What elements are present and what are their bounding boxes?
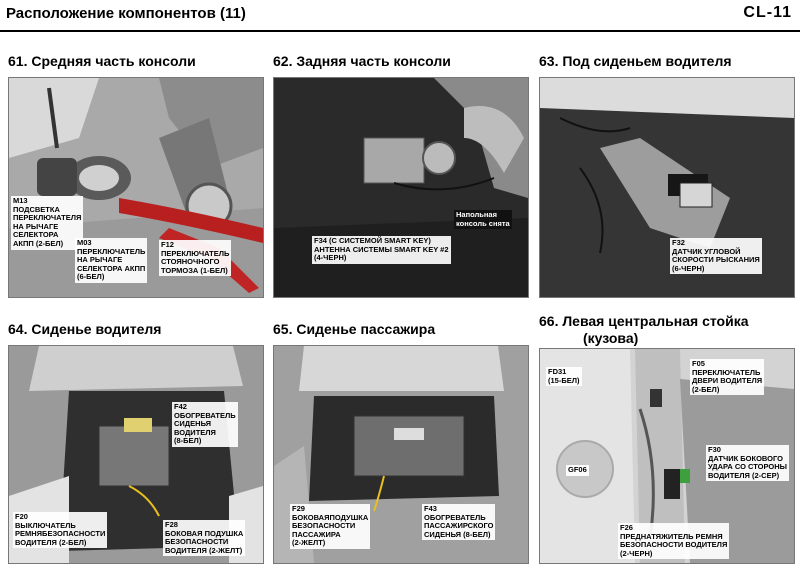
label-f29: F29 БОКОВАЯПОДУШКА БЕЗОПАСНОСТИ ПАССАЖИР… [290, 504, 371, 549]
page-code: CL-11 [743, 4, 792, 21]
page-title: Расположение компонентов (11) [6, 5, 246, 22]
label-m03: M03 ПЕРЕКЛЮЧАТЕЛЬ НА РЫЧАГЕ СЕЛЕКТОРА АК… [75, 238, 148, 283]
panel-65-title: 65. Сиденье пассажира [273, 321, 436, 337]
rear-console-photo-illustration [274, 78, 528, 297]
panel-66-title: 66. Левая центральная стойка [539, 313, 749, 329]
panel-66-subtitle: (кузова) [583, 330, 639, 346]
label-m13: M13 ПОДСВЕТКА ПЕРЕКЛЮЧАТЕЛЯ НА РЫЧАГЕ СЕ… [11, 196, 84, 250]
label-console-removed: Напольная консоль снята [454, 210, 512, 230]
label-f32: F32 ДАТЧИК УГЛОВОЙ СКОРОСТИ РЫСКАНИЯ (6-… [670, 238, 762, 275]
label-f42: F42 ОБОГРЕВАТЕЛЬ СИДЕНЬЯ ВОДИТЕЛЯ (8-БЕЛ… [172, 402, 238, 447]
label-f30: F30 ДАТЧИК БОКОВОГО УДАРА СО СТОРОНЫ ВОД… [706, 445, 789, 482]
panel-64-title: 64. Сиденье водителя [8, 321, 162, 337]
panel-62-title: 62. Задняя часть консоли [273, 53, 451, 69]
photo-center-console: M13 ПОДСВЕТКА ПЕРЕКЛЮЧАТЕЛЯ НА РЫЧАГЕ СЕ… [8, 77, 264, 298]
photo-passenger-seat: F29 БОКОВАЯПОДУШКА БЕЗОПАСНОСТИ ПАССАЖИР… [273, 345, 529, 564]
label-f26: F26 ПРЕДНАТЯЖИТЕЛЬ РЕМНЯ БЕЗОПАСНОСТИ ВО… [618, 523, 730, 560]
label-f28: F28 БОКОВАЯ ПОДУШКА БЕЗОПАСНОСТИ ВОДИТЕЛ… [163, 520, 246, 557]
label-f34: F34 (С СИСТЕМОЙ SMART KEY) АНТЕННА СИСТЕ… [312, 236, 451, 264]
panel-61-title: 61. Средняя часть консоли [8, 53, 196, 69]
label-gf06: GF06 [566, 465, 589, 476]
label-f05: F05 ПЕРЕКЛЮЧАТЕЛЬ ДВЕРИ ВОДИТЕЛЯ (2-БЕЛ) [690, 359, 765, 396]
photo-left-b-pillar: FD31 (15-БЕЛ) F05 ПЕРЕКЛЮЧАТЕЛЬ ДВЕРИ ВО… [539, 348, 795, 564]
label-f12: F12 ПЕРЕКЛЮЧАТЕЛЬ СТОЯНОЧНОГО ТОРМОЗА (1… [159, 240, 232, 277]
label-f20: F20 ВЫКЛЮЧАТЕЛЬ РЕМНЯБЕЗОПАСНОСТИ ВОДИТЕ… [13, 512, 108, 549]
page-header: Расположение компонентов (11) CL-11 [0, 0, 800, 32]
panel-63-title: 63. Под сиденьем водителя [539, 53, 732, 69]
photo-rear-console: Напольная консоль снята F34 (С СИСТЕМОЙ … [273, 77, 529, 298]
photo-under-driver-seat: F32 ДАТЧИК УГЛОВОЙ СКОРОСТИ РЫСКАНИЯ (6-… [539, 77, 795, 298]
label-fd31: FD31 (15-БЕЛ) [546, 367, 582, 387]
photo-driver-seat: F42 ОБОГРЕВАТЕЛЬ СИДЕНЬЯ ВОДИТЕЛЯ (8-БЕЛ… [8, 345, 264, 564]
label-f43: F43 ОБОГРЕВАТЕЛЬ ПАССАЖИРСКОГО СИДЕНЬЯ (… [422, 504, 496, 541]
